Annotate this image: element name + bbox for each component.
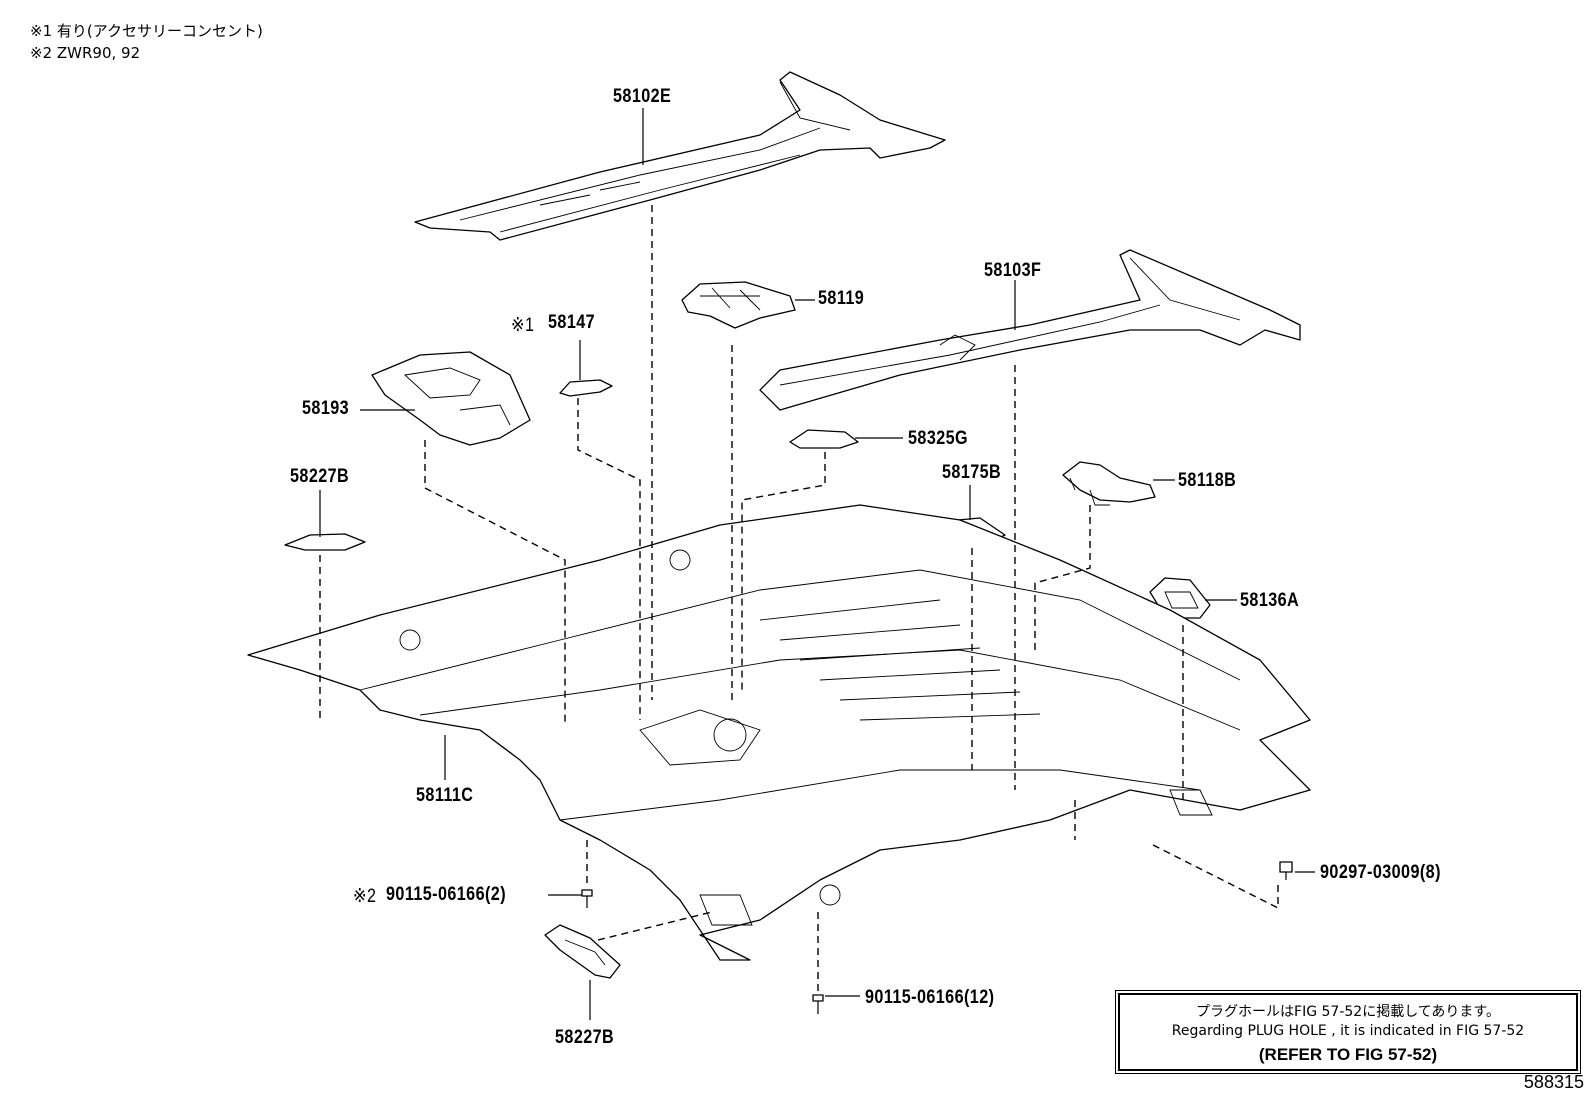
assembly-lines [319, 205, 1279, 993]
part-58111c-drawing[interactable] [247, 504, 1311, 961]
part-58227b-top-drawing[interactable] [284, 533, 366, 551]
plug-90297-drawing[interactable] [1279, 861, 1293, 880]
figure-number: 588315 [1523, 1072, 1584, 1092]
label-58175b[interactable]: 58175B [942, 462, 1002, 483]
leader-lines [319, 108, 1315, 1020]
label-58111c[interactable]: 58111C [416, 785, 474, 806]
label-58193[interactable]: 58193 [302, 398, 350, 419]
part-58119-drawing[interactable] [681, 281, 796, 329]
label-58136a[interactable]: 58136A [1240, 590, 1300, 611]
label-58227b-bottom[interactable]: 58227B [555, 1027, 615, 1048]
part-58147-drawing[interactable] [559, 379, 613, 397]
label-90115-06166-2[interactable]: 90115-06166(2) [386, 884, 506, 905]
reference-link[interactable]: (REFER TO FIG 57-52) [1258, 1045, 1438, 1064]
label-58325g[interactable]: 58325G [908, 428, 969, 449]
reference-box: プラグホールはFIG 57-52に掲載してあります。 Regarding PLU… [1115, 990, 1581, 1074]
part-58103f-drawing[interactable] [759, 249, 1301, 411]
label-58103f[interactable]: 58103F [984, 260, 1042, 281]
note-1: ※1 有り(アクセサリーコンセント) [30, 22, 263, 40]
part-58102e-drawing[interactable] [414, 71, 946, 241]
label-58227b-top[interactable]: 58227B [290, 466, 350, 487]
label-58147-note-mark: ※1 [511, 315, 535, 336]
part-58325g-drawing[interactable] [789, 429, 859, 449]
label-58118b[interactable]: 58118B [1178, 470, 1237, 491]
label-90115-06166-12[interactable]: 90115-06166(12) [865, 987, 995, 1008]
part-58193-drawing[interactable] [371, 351, 531, 446]
bolt-90115-a-drawing[interactable] [581, 889, 593, 908]
label-58119[interactable]: 58119 [818, 288, 865, 309]
part-58227b-bottom-drawing[interactable] [544, 924, 621, 979]
label-58147[interactable]: 58147 [548, 312, 596, 333]
part-58118b-drawing[interactable] [1062, 461, 1156, 506]
label-90115-note-mark: ※2 [353, 886, 377, 907]
reference-line-jp: プラグホールはFIG 57-52に掲載してあります。 [1196, 1004, 1500, 1020]
label-58102e[interactable]: 58102E [613, 86, 672, 107]
reference-line-en: Regarding PLUG HOLE , it is indicated in… [1171, 1023, 1525, 1039]
note-2: ※2 ZWR90, 92 [30, 44, 141, 62]
label-90297-03009[interactable]: 90297-03009(8) [1320, 862, 1441, 883]
bolt-90115-b-drawing[interactable] [812, 994, 824, 1014]
